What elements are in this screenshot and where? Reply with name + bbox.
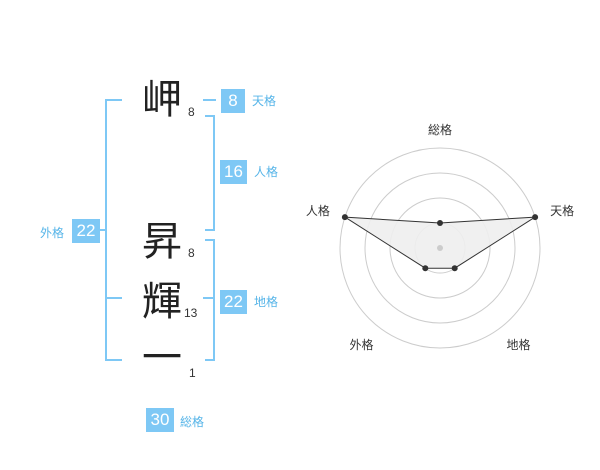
radar-axis-label-3: 外格 (349, 337, 373, 352)
gaikaku-bracket (105, 99, 122, 361)
radar-point-0 (437, 220, 443, 226)
stroke-count-3: 13 (184, 306, 198, 320)
radar-ring-3 (364, 172, 516, 324)
radar-axis-label-1: 天格 (550, 203, 574, 218)
jinkaku-bracket (205, 115, 215, 231)
radar-ring-4 (339, 147, 541, 349)
jinkaku-badge: 16 (220, 160, 247, 184)
jinkaku-label: 人格 (254, 165, 279, 179)
soukaku-label: 総格 (180, 415, 205, 429)
chikaku-badge: 22 (220, 290, 247, 314)
radar-center-dot (437, 245, 443, 251)
tenkaku-label: 天格 (252, 94, 277, 108)
radar-axis-label-2: 地格 (507, 337, 531, 352)
chikaku-bracket (205, 239, 215, 361)
tenkaku-badge: 8 (221, 89, 245, 113)
radar-axis-label-0: 総格 (428, 122, 452, 137)
radar-point-3 (422, 265, 429, 272)
name-char-1: 岬 (142, 77, 182, 123)
radar-point-1 (532, 214, 539, 221)
radar-axis-label-4: 人格 (306, 203, 330, 218)
radar-point-4 (341, 214, 348, 221)
name-char-3: 輝 (142, 279, 182, 325)
gaikaku-label: 外格 (40, 226, 65, 240)
radar-ring-2 (389, 197, 491, 299)
radar-point-2 (451, 265, 458, 272)
chikaku-label: 地格 (254, 295, 279, 309)
soukaku-badge: 30 (146, 408, 174, 432)
stroke-count-4: 1 (189, 366, 196, 380)
gaikaku-badge: 22 (72, 219, 100, 243)
name-char-4: 一 (142, 335, 182, 381)
name-char-2: 昇 (142, 219, 182, 265)
radar-polygon (344, 216, 536, 269)
stroke-count-2: 8 (188, 246, 195, 260)
stroke-count-1: 8 (188, 105, 195, 119)
